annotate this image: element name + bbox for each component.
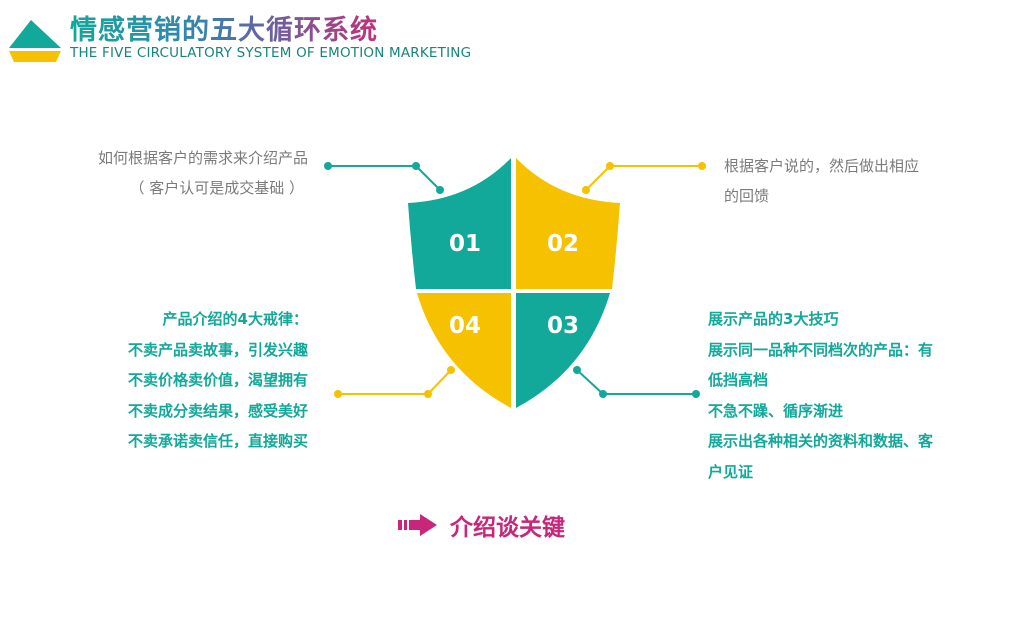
point-04-rule: 不卖产品卖故事，引发兴趣 [127,340,308,359]
arrow-right-icon [398,514,437,536]
point-02-line2: 的回馈 [724,187,770,205]
point-03-tips: 展示产品的3大技巧 展示同一品种不同档次的产品：有 低挡高档 不急不躁、循序渐进… [708,304,978,487]
shield-number-01: 01 [449,231,481,257]
logo-triangles-icon [9,20,61,62]
point-03-heading: 展示产品的3大技巧 [708,310,839,328]
point-03-tip: 展示同一品种不同档次的产品：有 [708,340,934,359]
point-01-line1: 如何根据客户的需求来介绍产品 [97,149,308,167]
key-label: 介绍谈关键 [450,515,565,541]
shield-number-02: 02 [547,231,579,257]
point-02-text: 根据客户说的，然后做出相应 的回馈 [724,151,964,211]
point-03-tip: 展示出各种相关的资料和数据、客 [708,432,934,450]
connector-01 [324,162,444,194]
point-04-rule: 不卖价格卖价值，渴望拥有 [127,371,308,389]
shield-quadrant-02 [516,158,620,289]
point-04-rule: 不卖成分卖结果，感受美好 [127,401,308,420]
point-03-tip: 不急不躁、循序渐进 [708,401,844,420]
shield-number-04: 04 [449,313,481,339]
connector-03 [573,366,700,398]
shield: 01 02 04 03 [408,158,620,408]
connector-04 [334,366,455,398]
point-04-rule: 不卖承诺卖信任，直接购买 [127,432,308,450]
point-03-tip: 低挡高档 [708,371,769,389]
shield-quadrant-04 [417,293,511,408]
shield-quadrant-01 [408,158,511,289]
point-04-rules: 产品介绍的4大戒律： 不卖产品卖故事，引发兴趣 不卖价格卖价值，渴望拥有 不卖成… [60,304,308,457]
shield-quadrant-03 [516,293,610,408]
point-04-heading: 产品介绍的4大戒律： [162,310,308,328]
connector-02 [582,162,706,194]
point-01-line2: （ 客户认可是成交基础 ） [129,179,304,197]
page-title: 情感营销的五大循环系统 [70,8,378,47]
point-01-text: 如何根据客户的需求来介绍产品 （ 客户认可是成交基础 ） [60,143,308,203]
page-subtitle: THE FIVE CIRCULATORY SYSTEM OF EMOTION M… [70,45,472,61]
key-callout: 介绍谈关键 [398,508,565,542]
point-03-tip: 户见证 [708,462,754,481]
shield-number-03: 03 [547,313,579,339]
point-02-line1: 根据客户说的，然后做出相应 [724,157,920,175]
